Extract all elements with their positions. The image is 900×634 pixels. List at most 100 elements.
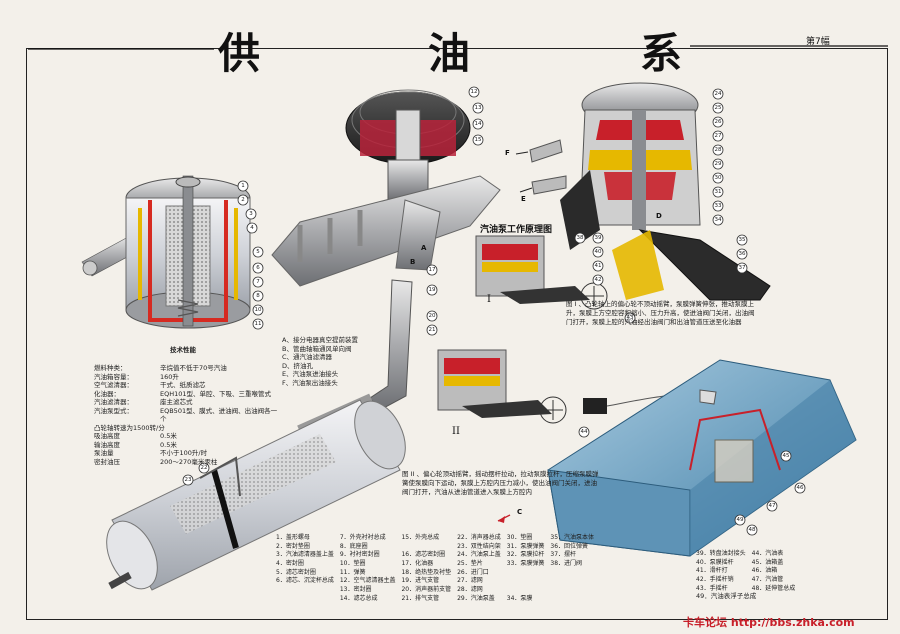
svg-text:22: 22 — [201, 465, 208, 471]
part-item: 2．密封垫圈 — [276, 542, 310, 550]
schematic-label-1: I — [487, 294, 491, 305]
pump-diagram-title: 汽油泵工作原理图 — [480, 225, 553, 235]
arrow-legend-item: F、汽油泵出油接头 — [282, 378, 338, 387]
point-label-c: C — [517, 508, 523, 516]
svg-text:7: 7 — [256, 279, 260, 285]
part-item: 14．滤芯总成 — [339, 594, 378, 602]
part-item: 35．汽油泵本体 — [550, 534, 595, 541]
part-item: 46．油箱 — [751, 567, 778, 575]
parts-legend: 1．盖形螺母 2．密封垫圈 3．汽油滤清器盖上盖 4．密封圈 5．滤芯密封圈 6… — [276, 532, 594, 602]
svg-text:17: 17 — [429, 267, 436, 273]
arrow-legend: A、接分电器真空提前装置 B、管曲轴箱通风单向阀 C、通汽油滤清器 D、挤油孔 … — [282, 336, 358, 388]
part-item: 21．排气支管 — [401, 594, 440, 602]
part-item: 40．泵膜摇杆 — [696, 558, 734, 566]
pump-schematic-2 — [437, 349, 701, 424]
part-item — [276, 593, 334, 602]
part-item: 6．滤芯、沉淀杯总成 — [276, 577, 334, 585]
part-item: 7．外壳衬衬总成 — [339, 534, 386, 541]
part-item — [507, 584, 545, 593]
svg-text:47: 47 — [769, 503, 776, 509]
fuel-pump-illustration — [529, 82, 771, 301]
part-item: 39．转盘油封接头 — [696, 550, 746, 557]
svg-text:10: 10 — [255, 307, 262, 313]
svg-text:35: 35 — [739, 237, 746, 243]
part-item: 4．密封圈 — [276, 560, 304, 568]
part-item: 19．进气支管 — [401, 577, 440, 585]
svg-text:34: 34 — [715, 217, 722, 223]
part-item — [276, 584, 334, 593]
part-item: 27．滤网 — [457, 577, 483, 585]
part-item: 36．回位弹簧 — [550, 542, 589, 550]
spec-row: 化油器：EQH101型、单腔、下吸、三重喉管式 — [94, 389, 272, 398]
point-label-d: D — [656, 212, 662, 220]
part-item: 26．进门口 — [457, 568, 489, 576]
svg-text:1: 1 — [241, 183, 245, 189]
svg-text:36: 36 — [739, 251, 746, 257]
arrow-legend-item: D、挤油孔 — [282, 361, 314, 370]
svg-text:5: 5 — [256, 249, 260, 255]
svg-text:3: 3 — [249, 211, 253, 217]
svg-text:26: 26 — [715, 119, 722, 125]
svg-text:39: 39 — [595, 235, 602, 241]
svg-text:49: 49 — [737, 517, 744, 523]
poster-frame — [26, 48, 888, 620]
svg-text:20: 20 — [429, 313, 436, 319]
svg-text:27: 27 — [715, 133, 722, 139]
callouts-pump: 24 25 26 27 28 29 30 31 33 34 35 36 37 3… — [574, 88, 748, 324]
svg-text:31: 31 — [715, 189, 722, 195]
svg-text:33: 33 — [715, 203, 722, 209]
spec-row: 汽油滤清器：座主滤芯式 — [94, 398, 193, 406]
svg-text:30: 30 — [715, 175, 722, 181]
caption-figure-1: 图 I 、凸轮轴上的偏心轮不顶动摇臂，泵膜弹簧伸张，推动泵膜上升，泵膜上方空腔容… — [566, 300, 755, 326]
arrow-legend-item: C、通汽油滤清器 — [282, 353, 333, 362]
svg-text:48: 48 — [749, 527, 756, 533]
svg-text:40: 40 — [595, 249, 602, 255]
part-item — [507, 567, 545, 576]
part-item: 47．汽油管 — [751, 576, 784, 584]
fuel-tank-illustration — [547, 359, 857, 557]
callouts-tank: 44 45 46 47 48 49 — [578, 426, 806, 536]
svg-text:23: 23 — [185, 477, 192, 483]
part-item: 11．弹簧 — [339, 568, 366, 576]
svg-text:41: 41 — [595, 263, 602, 269]
part-item: 23．双性结向架 — [457, 542, 501, 550]
part-item: 42．手摇杆销 — [696, 576, 734, 584]
muffler-illustration — [106, 399, 406, 591]
part-item: 12．空气滤清器主盖 — [339, 577, 396, 585]
fuel-filter-illustration — [81, 175, 251, 329]
part-item: 13．密封圈 — [339, 586, 372, 594]
spec-row: 空气滤清器：干式、纸质滤芯 — [94, 381, 206, 389]
svg-text:44: 44 — [581, 429, 588, 435]
part-item: 49．汽油表浮子总成 — [696, 592, 757, 600]
part-item: 38．进门阀 — [550, 560, 583, 568]
svg-text:14: 14 — [475, 121, 482, 127]
spec-row: 汽油泵型式：EQB501型、膜式、进油阀、出油阀各一个 — [94, 406, 278, 424]
part-item: 1．盖形螺母 — [276, 534, 310, 541]
part-item: 45．油箱盖 — [751, 558, 784, 566]
title-char-1: 供 — [218, 29, 263, 78]
title-char-2: 油 — [428, 29, 473, 78]
arrow-legend-item: E、汽油泵进油接头 — [282, 370, 339, 379]
parts-legend-right: 39．转盘油封接头 40．泵膜摇杆 41．滑杆打 42．手摇杆销 43．手摇杆 … — [696, 548, 795, 592]
part-item: 17．化油器 — [401, 560, 434, 568]
part-item: 37．摆杆 — [550, 551, 577, 559]
svg-text:19: 19 — [429, 287, 436, 293]
spec-row: 凸轮轴转速为1500转/分 — [94, 423, 165, 432]
part-item: 41．滑杆打 — [696, 567, 728, 575]
part-item: 5．滤芯密封圈 — [276, 568, 316, 576]
svg-text:2: 2 — [241, 197, 245, 203]
part-item: 34．泵膜 — [506, 594, 533, 602]
arrow-legend-item: B、管曲轴箱通风单向阀 — [282, 344, 352, 353]
part-item — [507, 575, 545, 584]
schematic-label-2: II — [452, 426, 460, 437]
svg-text:6: 6 — [256, 265, 260, 271]
part-item: 32．泵膜拉杆 — [506, 551, 545, 559]
svg-text:11: 11 — [255, 321, 262, 327]
pump-schematic-1 — [475, 235, 608, 310]
part-item: 43．手摇杆 — [696, 584, 728, 592]
part-item: 28．滤网 — [457, 586, 483, 594]
spec-row: 泵油量不小于100升/时 — [94, 449, 208, 457]
